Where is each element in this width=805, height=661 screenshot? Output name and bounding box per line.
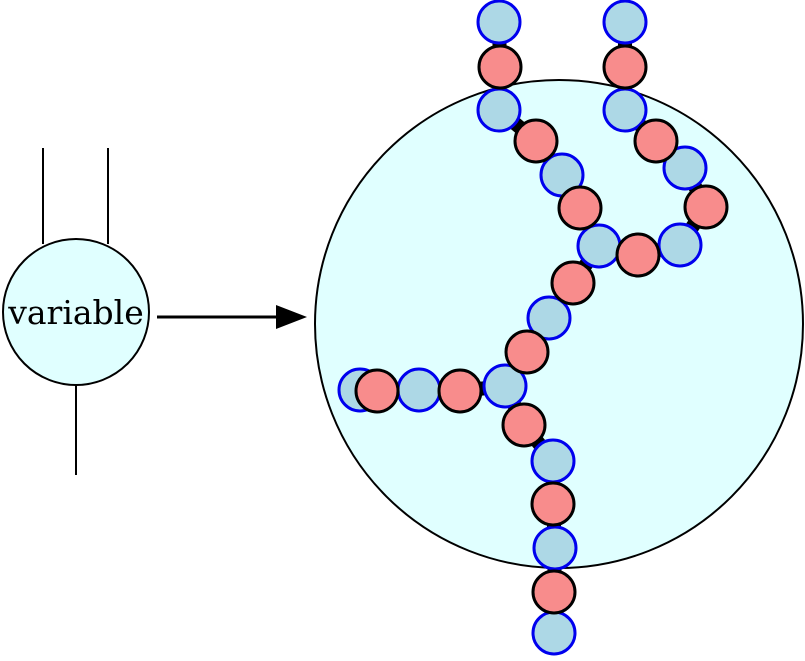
tensor-node — [530, 481, 576, 527]
tensor-node — [477, 44, 523, 90]
variable-circle — [2, 238, 150, 386]
leg-node — [532, 525, 578, 571]
expansion-arrow — [157, 305, 307, 329]
leg-node — [602, 0, 648, 45]
tensor-node — [513, 118, 559, 164]
leg-node — [576, 223, 622, 269]
leg-node — [396, 367, 442, 413]
leg-node — [657, 222, 703, 268]
leg-node — [531, 610, 577, 656]
tensor-node — [615, 232, 661, 278]
tensor-node — [633, 118, 679, 164]
tensor-node — [602, 44, 648, 90]
arrow-head — [276, 305, 307, 329]
tensor-node — [683, 184, 729, 230]
leg-node — [476, 0, 522, 45]
tensor-node — [531, 569, 577, 615]
red-nodes-layer — [354, 44, 729, 615]
leg-node — [476, 87, 522, 133]
tensor-node — [504, 329, 550, 375]
tensor-node — [550, 260, 596, 306]
variable-label: variable — [7, 293, 144, 332]
leg-node — [530, 438, 576, 484]
tensor-node — [437, 368, 483, 414]
leg-node — [662, 145, 708, 191]
tensor-node — [501, 402, 547, 448]
variable-node: variable — [2, 148, 150, 475]
leg-node — [602, 87, 648, 133]
leg-node — [482, 363, 528, 409]
tensor-node — [354, 368, 400, 414]
leg-node — [526, 295, 572, 341]
tensor-node — [557, 185, 603, 231]
